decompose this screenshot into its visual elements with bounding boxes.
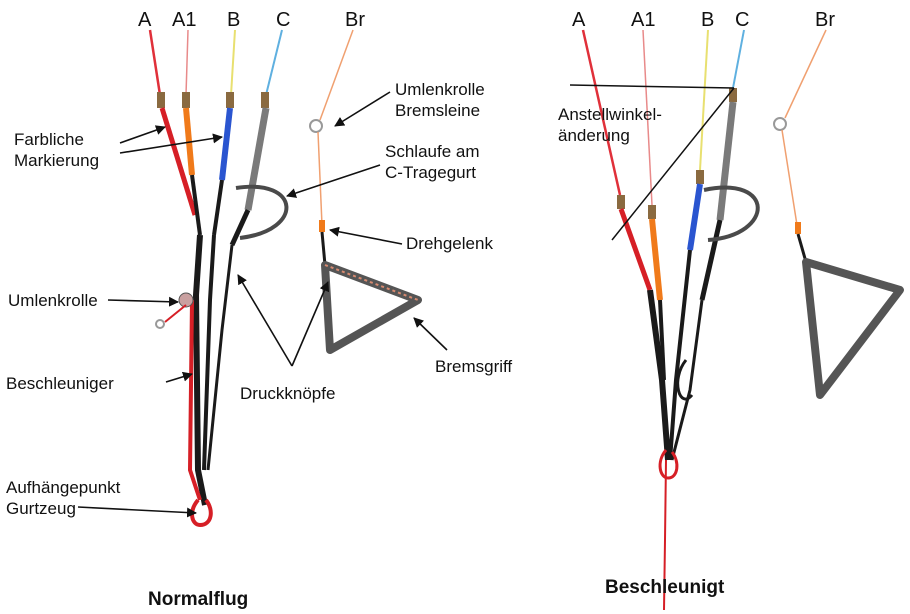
pulley	[179, 293, 193, 307]
annotation-farbliche-2: Markierung	[14, 150, 99, 171]
c-loop	[236, 187, 286, 238]
annotation-aufhaengepunkt-2: Gurtzeug	[6, 498, 76, 519]
caption-right: Beschleunigt	[605, 577, 724, 598]
label-right-c: C	[735, 9, 749, 31]
annotation-aufhaengepunkt-1: Aufhängepunkt	[6, 477, 120, 498]
annotation-farbliche-1: Farbliche	[14, 129, 84, 150]
line-a1	[186, 30, 188, 95]
annotation-beschleuniger: Beschleuniger	[6, 373, 114, 394]
arrow-aufhaengepunkt	[78, 507, 196, 513]
line-c-accel	[733, 30, 744, 88]
brake-pulley	[310, 120, 322, 132]
arrow-farbliche-1	[120, 127, 165, 143]
riser-c	[248, 108, 266, 210]
arrow-beschleuniger	[166, 374, 192, 382]
arrow-umlenkrolle	[108, 300, 178, 302]
annotation-umlenkrolle-bremsleine-2: Bremsleine	[395, 100, 480, 121]
line-b-accel	[700, 30, 708, 170]
arrow-druckknoepfe-1	[238, 275, 292, 366]
caption-left: Normalflug	[148, 589, 248, 610]
connector-c	[261, 92, 269, 108]
annotation-umlenkrolle-bremsleine-1: Umlenkrolle	[395, 79, 485, 100]
annotation-schlaufe-2: C-Tragegurt	[385, 162, 476, 183]
left-riser-drawing	[150, 30, 418, 525]
arrow-schlaufe	[287, 165, 380, 196]
line-br	[320, 30, 353, 120]
label-left-a1: A1	[172, 9, 196, 31]
annotation-schlaufe-1: Schlaufe am	[385, 141, 480, 162]
line-br-accel	[785, 30, 826, 118]
marker-b	[222, 108, 230, 180]
line-c	[266, 30, 282, 95]
annotation-anstellwinkel-1: Anstellwinkel-	[558, 104, 662, 125]
annotation-drehgelenk: Drehgelenk	[406, 233, 493, 254]
arrow-druckknoepfe-2	[292, 282, 328, 366]
label-right-br: Br	[815, 9, 835, 31]
label-right-a: A	[572, 9, 585, 31]
line-a	[150, 30, 160, 95]
label-left-a: A	[138, 9, 151, 31]
connector-a1	[182, 92, 190, 108]
label-right-a1: A1	[631, 9, 655, 31]
brake-handle	[325, 265, 418, 350]
label-left-br: Br	[345, 9, 365, 31]
label-left-c: C	[276, 9, 290, 31]
line-b	[231, 30, 235, 95]
annotation-anstellwinkel-2: änderung	[558, 125, 630, 146]
arrow-umlenkrolle-bremsleine	[335, 92, 390, 126]
arrow-drehgelenk	[330, 230, 402, 244]
annotation-bremsgriff: Bremsgriff	[435, 356, 512, 377]
annotation-druckknoepfe: Druckknöpfe	[240, 383, 335, 404]
connector-a	[157, 92, 165, 108]
annotation-umlenkrolle: Umlenkrolle	[8, 290, 98, 311]
label-right-b: B	[701, 9, 714, 31]
label-left-b: B	[227, 9, 240, 31]
arrow-bremsgriff	[414, 318, 447, 350]
connector-b	[226, 92, 234, 108]
